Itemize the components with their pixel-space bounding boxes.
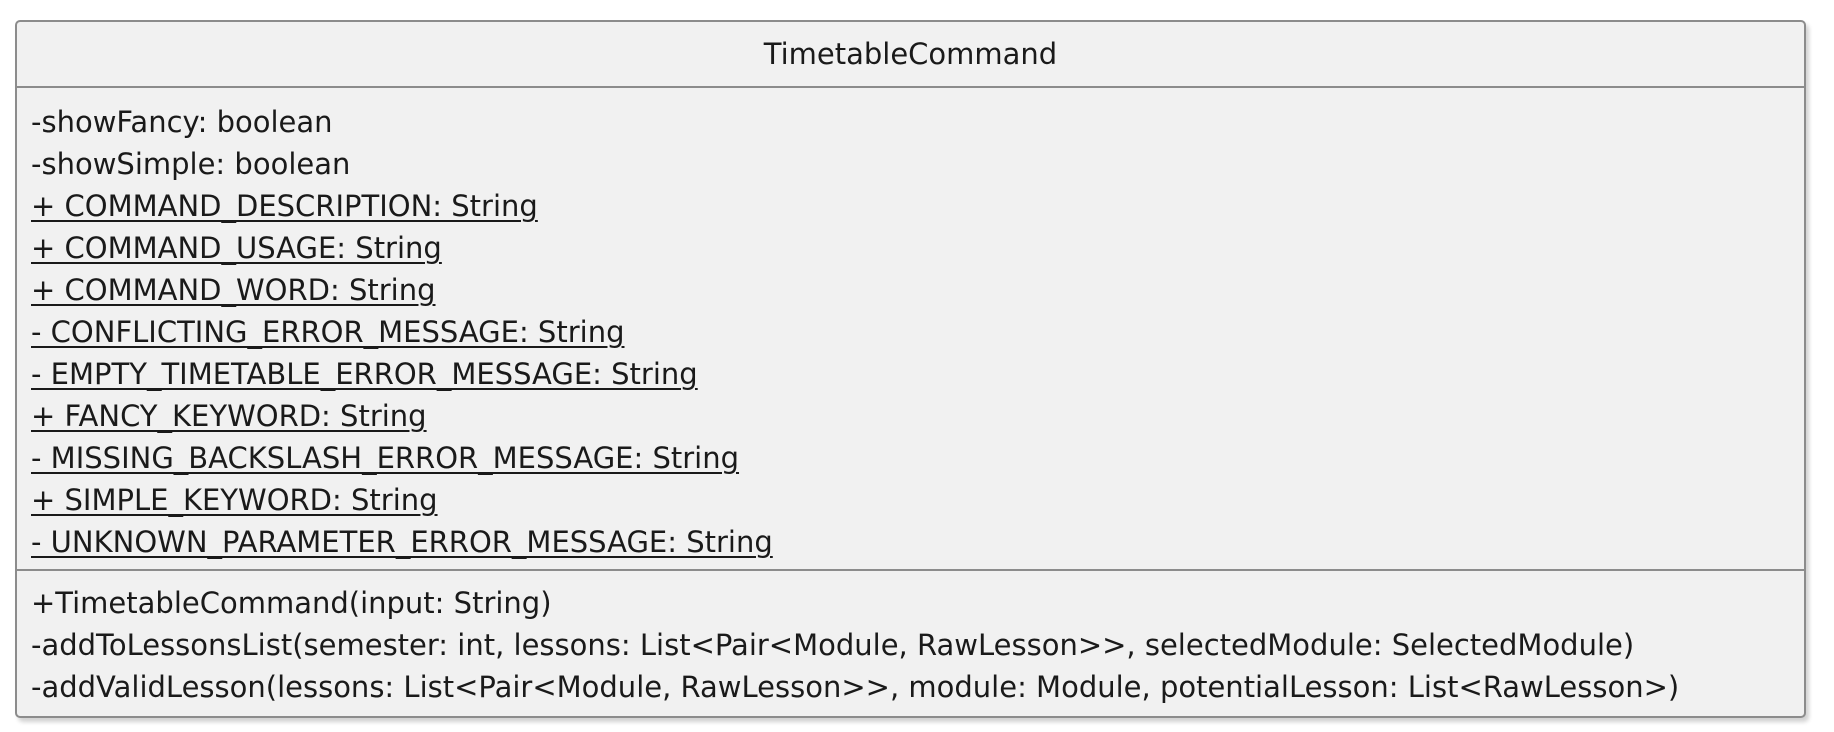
method-add-valid-lesson: -addValidLesson(lessons: List<Pair<Modul… (31, 670, 1680, 704)
method-add-to-lessons-list: -addToLessonsList(semester: int, lessons… (31, 628, 1635, 662)
class-fields-compartment: -showFancy: boolean -showSimple: boolean… (17, 88, 1804, 571)
field-conflicting-error-message: - CONFLICTING_ERROR_MESSAGE: String (31, 315, 625, 349)
field-empty-timetable-error-message: - EMPTY_TIMETABLE_ERROR_MESSAGE: String (31, 357, 698, 391)
field-command-description: + COMMAND_DESCRIPTION: String (31, 189, 538, 223)
field-fancy-keyword: + FANCY_KEYWORD: String (31, 399, 427, 433)
class-name: TimetableCommand (763, 36, 1058, 71)
class-header: TimetableCommand (17, 22, 1804, 88)
field-missing-backslash-error-message: - MISSING_BACKSLASH_ERROR_MESSAGE: Strin… (31, 441, 740, 475)
field-show-fancy: -showFancy: boolean (31, 105, 333, 139)
field-command-usage: + COMMAND_USAGE: String (31, 231, 442, 265)
field-unknown-parameter-error-message: - UNKNOWN_PARAMETER_ERROR_MESSAGE: Strin… (31, 525, 773, 559)
uml-class-timetable-command: TimetableCommand -showFancy: boolean -sh… (15, 20, 1806, 718)
field-simple-keyword: + SIMPLE_KEYWORD: String (31, 483, 438, 517)
class-methods-compartment: +TimetableCommand(input: String) -addToL… (17, 571, 1804, 708)
field-command-word: + COMMAND_WORD: String (31, 273, 436, 307)
field-show-simple: -showSimple: boolean (31, 147, 351, 181)
method-constructor: +TimetableCommand(input: String) (31, 586, 552, 620)
